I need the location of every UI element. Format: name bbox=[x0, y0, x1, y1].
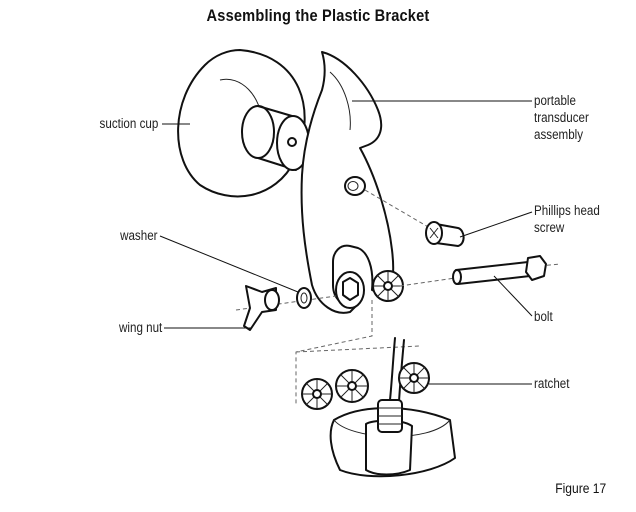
label-phillips-1: Phillips head bbox=[534, 203, 600, 218]
label-phillips-2: screw bbox=[534, 220, 565, 235]
label-transducer-1: portable bbox=[534, 93, 576, 108]
washer-wingnut-drawing bbox=[235, 285, 337, 331]
label-wing-nut: wing nut bbox=[118, 320, 162, 335]
leader-washer bbox=[159, 235, 299, 293]
leader-bolt bbox=[493, 275, 533, 317]
label-washer: washer bbox=[120, 228, 158, 243]
phillips-screw-drawing bbox=[364, 189, 465, 247]
label-ratchet: ratchet bbox=[534, 376, 570, 391]
figure-label: Figure 17 bbox=[555, 480, 606, 496]
label-transducer-2: transducer bbox=[534, 110, 589, 125]
transducer-drawing bbox=[295, 300, 456, 478]
suction-cup-drawing bbox=[177, 49, 310, 198]
leader-lines bbox=[159, 100, 533, 385]
label-bolt: bolt bbox=[534, 309, 553, 324]
label-suction-cup: suction cup bbox=[99, 116, 158, 131]
bolt-drawing bbox=[399, 255, 561, 287]
diagram-title: Assembling the Plastic Bracket bbox=[206, 6, 430, 25]
label-transducer-3: assembly bbox=[534, 127, 584, 142]
bracket-arm-drawing bbox=[300, 51, 404, 314]
leader-phillips bbox=[459, 211, 533, 238]
